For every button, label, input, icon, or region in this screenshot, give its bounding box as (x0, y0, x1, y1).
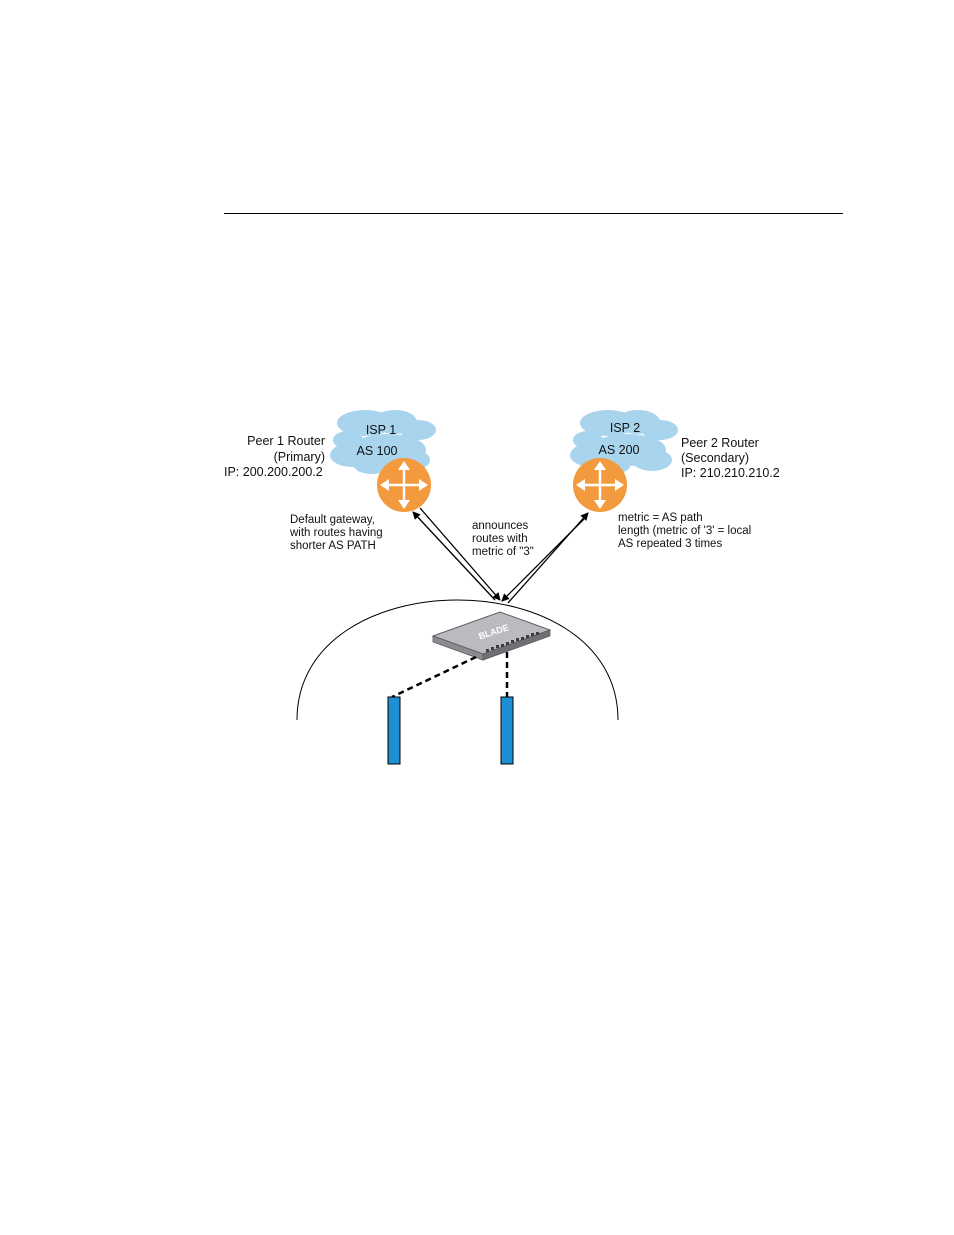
server2-icon (501, 697, 513, 764)
announce-note-line1: announces (472, 520, 528, 534)
announce-note-line3: metric of "3" (472, 546, 534, 560)
peer2-title: Peer 2 Router (681, 436, 759, 450)
peer2-router-icon (573, 458, 627, 512)
peer1-router-icon (377, 458, 431, 512)
link-switch-to-server1 (392, 657, 476, 697)
gateway-note-line1: Default gateway, (290, 514, 375, 528)
gateway-note-line3: shorter AS PATH (290, 540, 376, 554)
announce-note-line2: routes with (472, 533, 528, 547)
isp2-as-label: AS 200 (588, 443, 650, 457)
switch-icon: BLADE (433, 612, 550, 660)
isp2-label: ISP 2 (596, 421, 654, 435)
gateway-note-line2: with routes having (290, 527, 383, 541)
peer1-role: (Primary) (190, 450, 325, 464)
server1-icon (388, 697, 400, 764)
peer1-title: Peer 1 Router (190, 434, 325, 448)
isp1-as-label: AS 100 (346, 444, 408, 458)
peer1-ip: IP: 200.200.200.2 (224, 465, 323, 479)
isp1-label: ISP 1 (352, 423, 410, 437)
peer2-ip: IP: 210.210.210.2 (681, 466, 780, 480)
network-boundary-arc (297, 600, 618, 720)
metric-note-line2: length (metric of '3' = local (618, 525, 751, 539)
metric-note-line1: metric = AS path (618, 512, 703, 526)
metric-note-line3: AS repeated 3 times (618, 538, 722, 552)
peer2-role: (Secondary) (681, 451, 749, 465)
